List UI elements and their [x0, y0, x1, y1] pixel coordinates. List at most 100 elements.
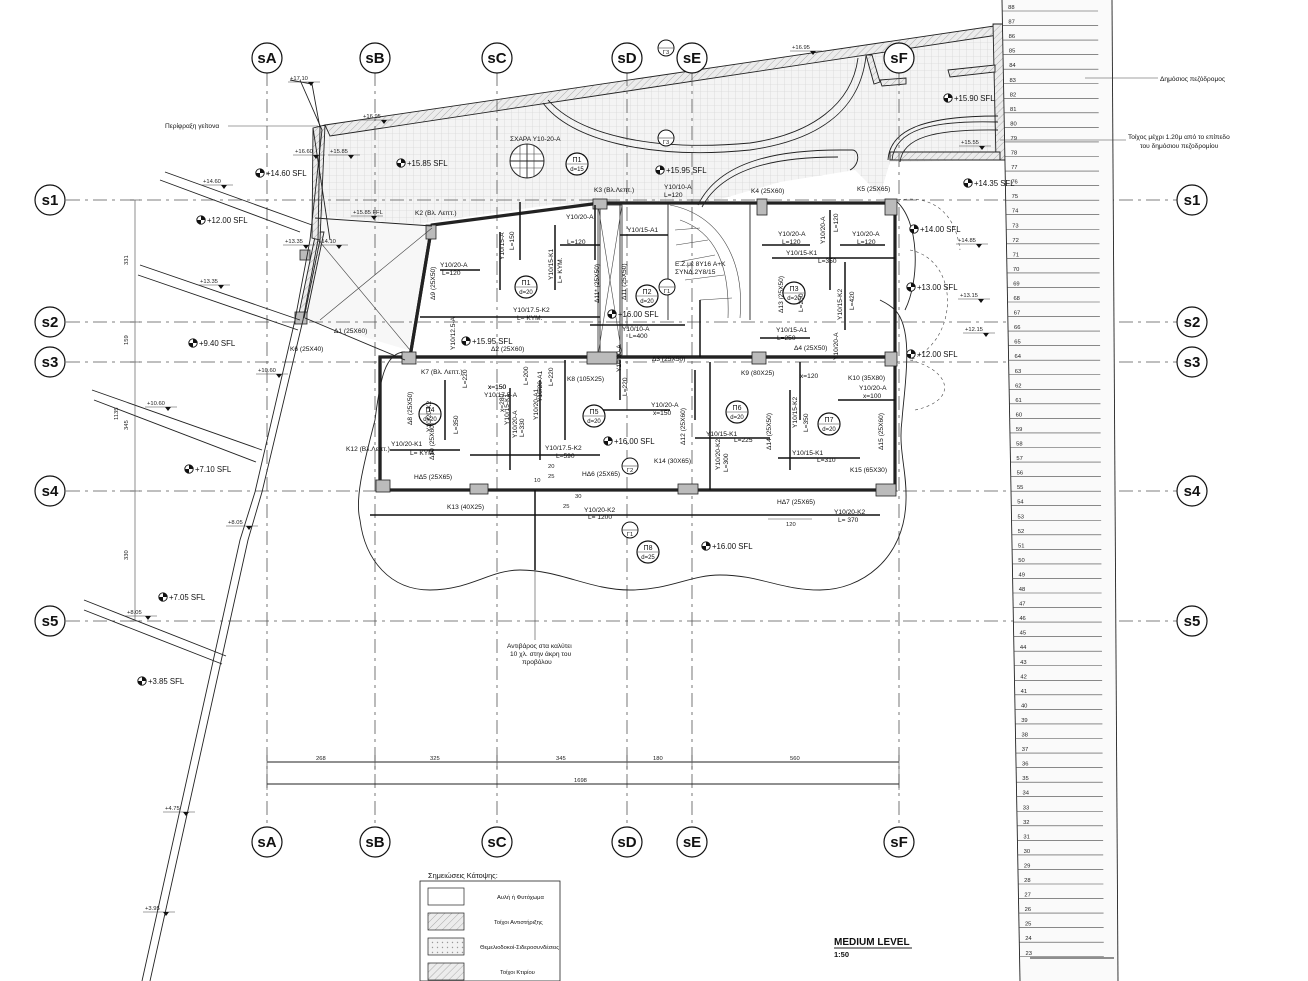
- grid-bubble-s3-left: s3: [34, 346, 66, 378]
- beam-label: HΔ7 (25X65): [777, 499, 815, 506]
- level-marker-lv8: +13.00 SFL: [906, 282, 958, 292]
- section-mark: Γ3: [657, 39, 675, 57]
- grid-bubble-sf-top: sF: [883, 42, 915, 74]
- beam-label: Δ10 (25X60): [429, 423, 436, 460]
- building-walls: [294, 127, 898, 497]
- level-marker-lv3: +15.95 SFL: [655, 165, 707, 175]
- rebar-label: L=200: [523, 366, 530, 385]
- rebar-label: L=420: [849, 291, 856, 310]
- slab-thickness: d=20: [730, 415, 744, 421]
- elevation-text: +4.75: [165, 806, 180, 812]
- section-mark: Γ2: [621, 457, 639, 475]
- slab-tag-p3: Π3d=20: [782, 281, 806, 305]
- ruler-label: 27: [1024, 893, 1030, 899]
- dim-5: 560: [790, 756, 800, 762]
- grid-bubble-s4-left: s4: [34, 475, 66, 507]
- level-marker-lv2: +15.85 SFL: [396, 158, 448, 168]
- curved-walls: [542, 55, 999, 208]
- ruler-label: 47: [1019, 602, 1025, 608]
- slab-tag-p5: Π5d=20: [582, 404, 606, 428]
- beam-label: Δ11 (25X50): [621, 263, 628, 300]
- ruler-label: 66: [1014, 325, 1020, 331]
- site-lines: [83, 79, 323, 981]
- rebar-lines: [370, 202, 895, 570]
- legend-item-retaining: Τοίχοι Αντιστήριξης: [494, 919, 543, 926]
- level-text: +15.95 SFL: [472, 337, 513, 346]
- vdim-3: 1135: [114, 408, 120, 420]
- rebar-label: L=220: [462, 369, 469, 388]
- beam-label: Δ8 (25X50): [407, 392, 414, 425]
- ruler-label: 65: [1014, 340, 1020, 346]
- rebar-label: L=400: [629, 333, 648, 340]
- rebar-label: x=120: [800, 373, 818, 380]
- ruler-label: 59: [1016, 427, 1022, 433]
- level-text: +15.85 SFL: [407, 159, 448, 168]
- ruler-label: 77: [1011, 165, 1017, 171]
- rebar-label: L=120: [567, 239, 586, 246]
- counterweight-note-3: προβόλου: [522, 658, 552, 666]
- ruler-label: 29: [1024, 863, 1030, 869]
- ruler-label: 44: [1020, 645, 1027, 651]
- level-marker-lv7: +14.00 SFL: [909, 224, 961, 234]
- elevation-text: +13.35: [285, 239, 303, 245]
- ruler-label: 52: [1018, 529, 1024, 535]
- slab-name: Π6: [733, 405, 742, 412]
- slab-thickness: d=25: [641, 555, 655, 561]
- legend-swatch-yard: [427, 887, 465, 906]
- slab-tag-p9: Π1d=20: [514, 275, 538, 299]
- ruler-label: 58: [1016, 442, 1022, 448]
- ruler-label: 55: [1017, 485, 1023, 491]
- rebar-label: L= KYM.: [410, 450, 436, 457]
- rebar-label: Y10/15-K1: [786, 250, 817, 257]
- ruler-label: 68: [1013, 296, 1019, 302]
- grid-bubble-sf-bottom: sF: [883, 826, 915, 858]
- elevation-e12: +10.60: [145, 401, 177, 411]
- ruler-label: 45: [1020, 631, 1026, 637]
- slab-name: Π7: [825, 417, 834, 424]
- level-text: +12.00 SFL: [207, 216, 248, 225]
- elevation-e20: +12.15: [963, 327, 995, 337]
- grid-bubble-sd-bottom: sD: [611, 826, 643, 858]
- elevation-text: +16.95: [363, 114, 381, 120]
- grid-bubble-se-bottom: sE: [676, 826, 708, 858]
- grid-label: s2: [1184, 314, 1201, 331]
- rebar-label: x=280: [499, 394, 506, 412]
- small-dim-3: 30: [575, 494, 581, 500]
- grid-label: sC: [487, 50, 506, 67]
- level-text: +16.00 SFL: [618, 310, 659, 319]
- ruler-label: 25: [1025, 922, 1031, 928]
- ruler-label: 43: [1020, 660, 1026, 666]
- ruler-label: 26: [1025, 907, 1031, 913]
- level-marker-lv11: +9.40 SFL: [188, 338, 236, 348]
- grid-label: sD: [617, 50, 636, 67]
- ruler-label: 37: [1022, 747, 1028, 753]
- grid-bubble-sb-bottom: sB: [359, 826, 391, 858]
- rebar-label: Y10/17.5-A: [484, 392, 518, 399]
- annotations: Περίφραξη γείτονα Δημόσιος πεζόδρομος Το…: [165, 75, 1230, 666]
- beam-label: K12 (Βλ.Λεπτ.): [346, 446, 390, 453]
- elevation-e2: +16.95: [790, 45, 822, 55]
- rebar-label: Y10/20-K1: [391, 441, 422, 448]
- ruler-label: 61: [1015, 398, 1021, 404]
- level-text: +12.00 SFL: [917, 350, 958, 359]
- elevation-text: +10.60: [258, 368, 276, 374]
- grid-bubble-sd-top: sD: [611, 42, 643, 74]
- grid-bubble-sa-top: sA: [251, 42, 283, 74]
- sidewalk-note: Δημόσιος πεζόδρομος: [1160, 75, 1225, 83]
- level-marker-lv16: +7.05 SFL: [158, 592, 206, 602]
- rebar-label: Y10/20-A: [859, 385, 887, 392]
- slab-tag-p7: Π7d=20: [817, 412, 841, 436]
- section-label: Γ2: [627, 468, 633, 474]
- ruler-label: 76: [1011, 180, 1017, 186]
- ruler-label: 46: [1019, 616, 1025, 622]
- grid-label: sB: [365, 834, 384, 851]
- section-label: Γ1: [627, 532, 633, 538]
- level-marker-lv4: +14.60 SFL: [255, 168, 307, 178]
- elevation-text: +13.35: [200, 279, 218, 285]
- drawing-scale: 1:50: [834, 950, 849, 959]
- elevation-labels: +17.10+16.95+16.95+16.60+15.85+14.60+15.…: [125, 45, 995, 916]
- rebar-label: L=250: [798, 293, 805, 312]
- wall-note-1: Τοίχος μέχρι 1.20μ από το επίπεδο: [1128, 133, 1230, 141]
- rebar-label: L=250: [777, 335, 796, 342]
